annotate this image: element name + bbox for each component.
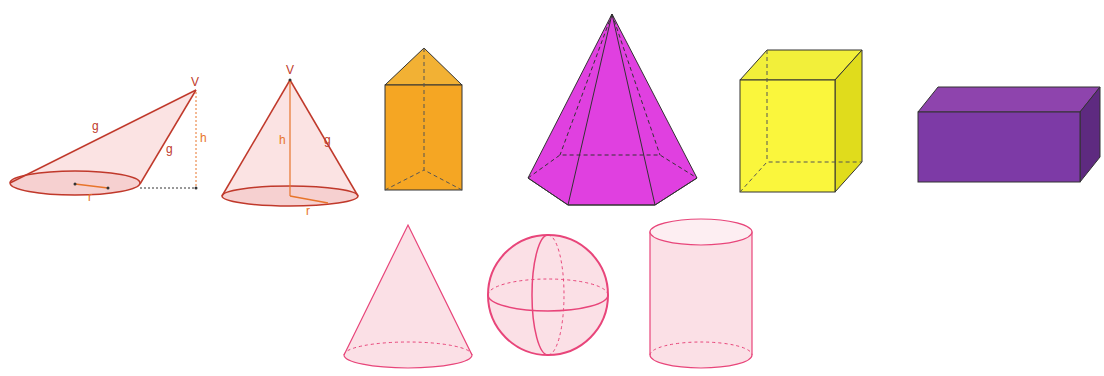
cylinder: [650, 219, 752, 368]
cone: [344, 225, 472, 368]
slant-label: g: [166, 143, 173, 155]
triangular-prism: [385, 48, 462, 190]
rectangular-prism: [918, 87, 1100, 182]
slant-label: g: [324, 134, 331, 146]
sphere: [488, 235, 608, 355]
slant-label: g: [92, 120, 99, 132]
radius-label: r: [306, 205, 310, 217]
vertex-label: V: [191, 76, 199, 88]
oblique-cone: [10, 90, 198, 196]
vertex-label: V: [286, 64, 294, 76]
right-cone: [222, 79, 358, 207]
height-label: h: [279, 134, 286, 146]
radius-label: r: [88, 191, 92, 203]
height-label: h: [200, 132, 207, 144]
hexagonal-pyramid: [528, 14, 697, 205]
cube: [740, 50, 862, 192]
